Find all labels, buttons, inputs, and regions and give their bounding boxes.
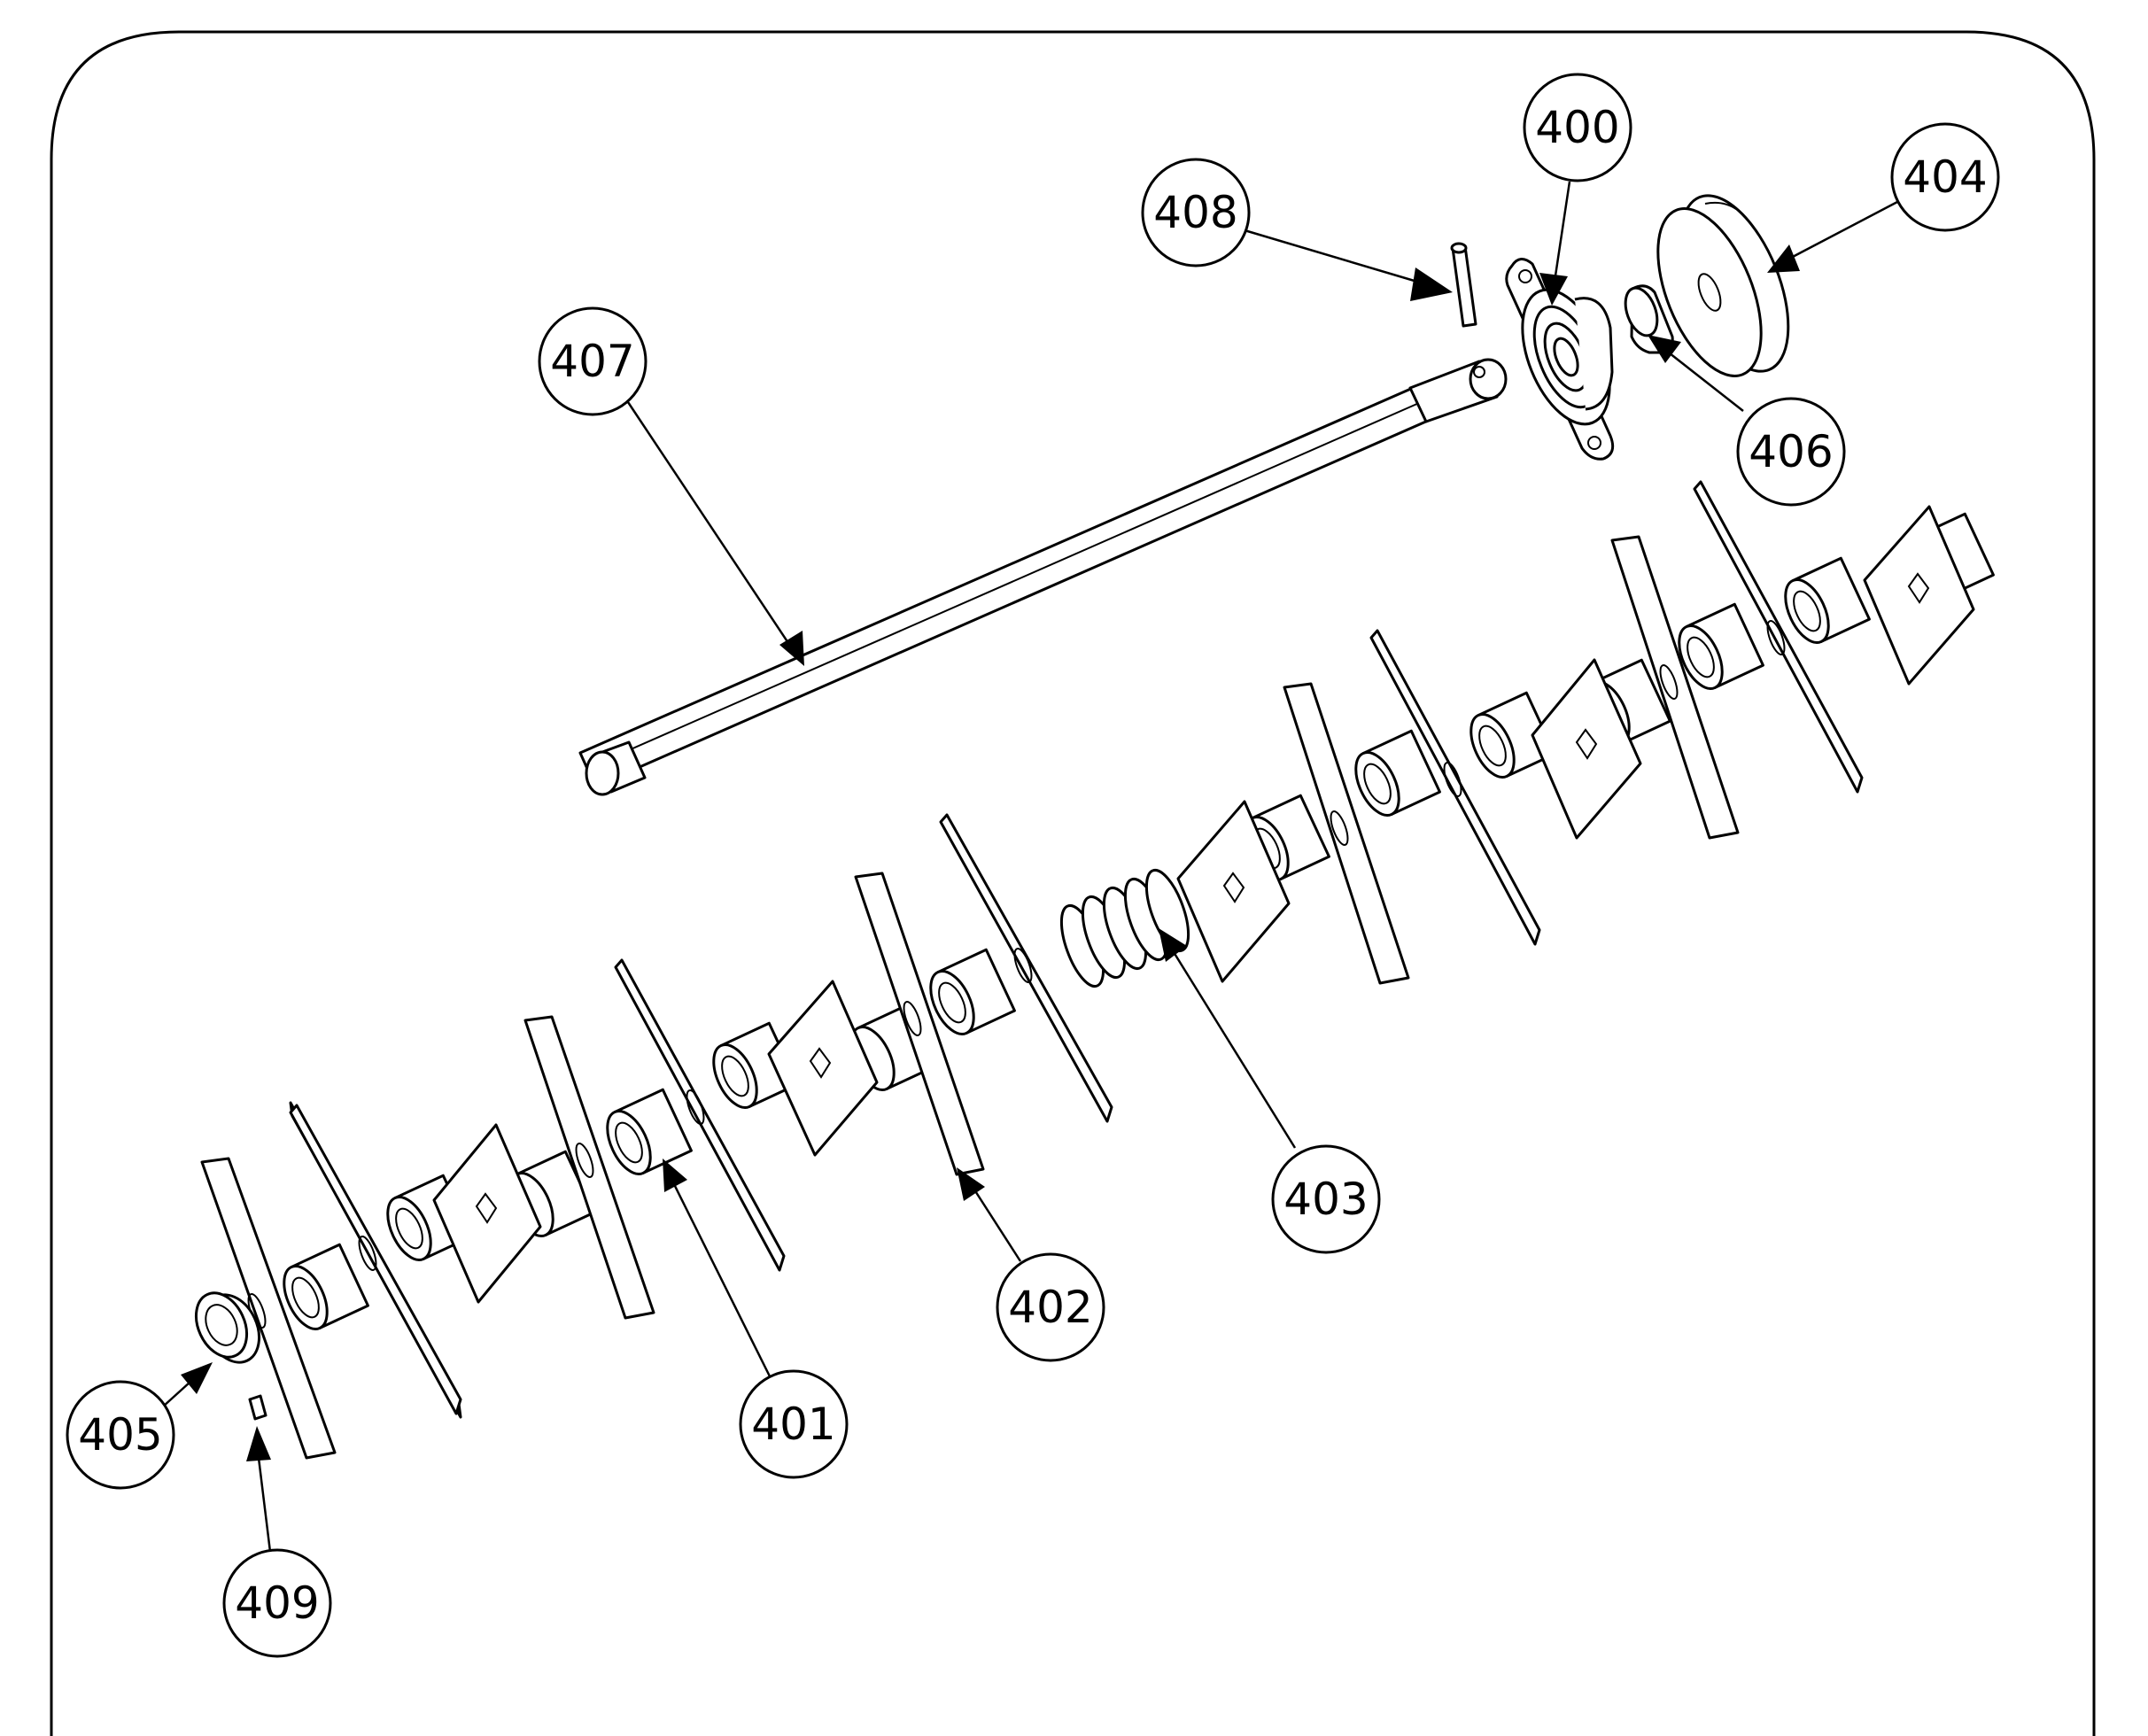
drawing-frame bbox=[50, 30, 2096, 1736]
leader-lines bbox=[152, 181, 1898, 1553]
callout-405: 405 bbox=[66, 1380, 175, 1490]
long-tines bbox=[200, 535, 1740, 1460]
callout-407: 407 bbox=[538, 306, 648, 416]
roll-pin bbox=[1450, 242, 1477, 328]
callout-402: 402 bbox=[996, 1252, 1105, 1362]
callout-408-label: 408 bbox=[1153, 187, 1237, 238]
hex-shaft bbox=[578, 358, 1508, 796]
callout-401: 401 bbox=[739, 1369, 849, 1479]
callout-400: 400 bbox=[1523, 73, 1632, 182]
callout-402-label: 402 bbox=[1008, 1282, 1092, 1333]
pulley bbox=[1656, 194, 1790, 377]
flange-bearing bbox=[1505, 258, 1615, 461]
end-spacer bbox=[194, 1291, 260, 1364]
callout-405-label: 405 bbox=[78, 1409, 162, 1461]
wide-blades bbox=[289, 480, 1864, 1419]
tine-rotor-assembly bbox=[194, 480, 1995, 1460]
callout-404-label: 404 bbox=[1903, 151, 1987, 203]
callout-407-label: 407 bbox=[550, 336, 634, 387]
callout-409: 409 bbox=[222, 1548, 332, 1658]
callout-403-label: 403 bbox=[1283, 1174, 1368, 1225]
callout-401-label: 401 bbox=[751, 1399, 835, 1450]
callout-406-label: 406 bbox=[1749, 426, 1833, 477]
callout-406: 406 bbox=[1736, 397, 1846, 507]
compression-spring bbox=[1059, 868, 1190, 988]
bushing bbox=[1624, 284, 1674, 354]
callout-404: 404 bbox=[1890, 122, 2000, 232]
callout-400-label: 400 bbox=[1535, 102, 1619, 153]
square-plates bbox=[432, 505, 1975, 1304]
key bbox=[248, 1394, 268, 1421]
callout-409-label: 409 bbox=[235, 1577, 319, 1629]
callout-403: 403 bbox=[1271, 1144, 1381, 1254]
callout-408: 408 bbox=[1141, 158, 1251, 267]
